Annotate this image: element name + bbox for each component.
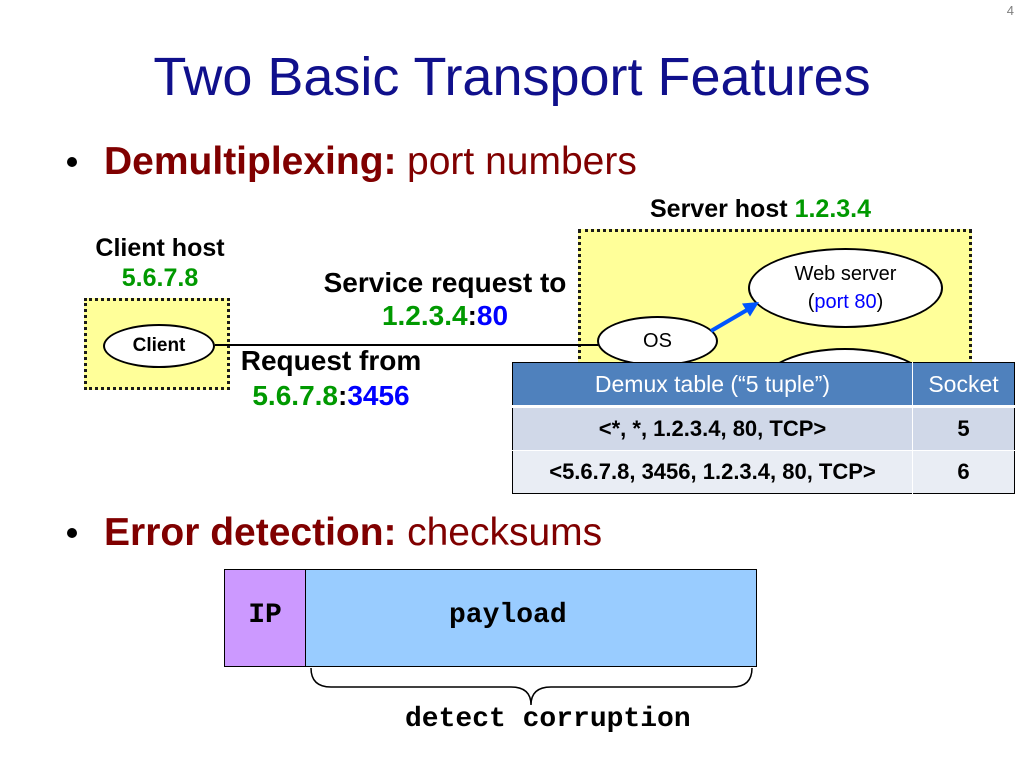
- table-header-row: Demux table (“5 tuple”) Socket: [512, 362, 1015, 408]
- web-server-port-line: (port 80): [808, 288, 884, 316]
- request-from-port: 3456: [347, 380, 410, 411]
- request-from-ip: 5.6.7.8: [252, 380, 338, 411]
- os-label: OS: [643, 330, 672, 352]
- table-header-socket: Socket: [912, 362, 1015, 408]
- service-request-address: 1.2.3.4:80: [300, 299, 590, 332]
- table-cell-socket: 5: [912, 406, 1015, 451]
- request-from-label: Request from 5.6.7.8:3456: [231, 343, 431, 413]
- server-host-text: Server host: [650, 195, 788, 223]
- bullet-icon: [67, 157, 77, 167]
- payload-label: payload: [449, 600, 567, 631]
- table-header-tuple: Demux table (“5 tuple”): [512, 362, 913, 408]
- client-host-ip: 5.6.7.8: [121, 264, 199, 292]
- ip-header-label: IP: [248, 600, 282, 631]
- request-from-text: Request from: [240, 345, 422, 376]
- web-server-ellipse: Web server (port 80): [748, 248, 943, 328]
- bullet-text: checksums: [407, 511, 603, 554]
- service-request-ip: 1.2.3.4: [381, 300, 468, 331]
- ip-header-box: IP: [224, 569, 306, 667]
- client-label: Client: [132, 335, 186, 356]
- client-host-label: Client host 5.6.7.8: [60, 233, 260, 293]
- table-cell-socket: 6: [912, 450, 1015, 494]
- payload-box: payload: [305, 569, 757, 667]
- request-from-address: 5.6.7.8:3456: [231, 378, 431, 413]
- table-row: <*, *, 1.2.3.4, 80, TCP> 5: [512, 406, 1015, 451]
- bullet-text: port numbers: [407, 140, 637, 183]
- bullet-icon: [67, 528, 77, 538]
- service-request-label: Service request to 1.2.3.4:80: [300, 266, 590, 332]
- bullet-demultiplexing: Demultiplexing:port numbers: [104, 139, 637, 185]
- web-server-label: Web server: [794, 263, 897, 285]
- server-host-ip: 1.2.3.4: [794, 195, 872, 223]
- client-host-text: Client host: [95, 234, 225, 262]
- client-ellipse: Client: [103, 324, 215, 368]
- brace-label: detect corruption: [405, 704, 691, 735]
- open-paren: (: [807, 291, 815, 313]
- bullet-term: Demultiplexing:: [104, 140, 397, 183]
- demux-table: Demux table (“5 tuple”) Socket <*, *, 1.…: [512, 362, 1015, 494]
- table-cell-tuple: <5.6.7.8, 3456, 1.2.3.4, 80, TCP>: [512, 450, 913, 494]
- slide-title: Two Basic Transport Features: [153, 47, 871, 107]
- page-number: 4: [1006, 3, 1014, 18]
- close-paren: ): [876, 291, 884, 313]
- request-from-separator: :: [338, 380, 348, 411]
- service-request-separator: :: [467, 300, 477, 331]
- table-cell-tuple: <*, *, 1.2.3.4, 80, TCP>: [512, 406, 913, 451]
- service-request-port: 80: [476, 300, 509, 331]
- bullet-error-detection: Error detection:checksums: [104, 510, 602, 556]
- table-row: <5.6.7.8, 3456, 1.2.3.4, 80, TCP> 6: [512, 450, 1015, 494]
- bullet-term: Error detection:: [104, 511, 397, 554]
- service-request-text: Service request to: [323, 267, 567, 298]
- os-ellipse: OS: [597, 316, 718, 366]
- web-server-port: port 80: [814, 291, 877, 313]
